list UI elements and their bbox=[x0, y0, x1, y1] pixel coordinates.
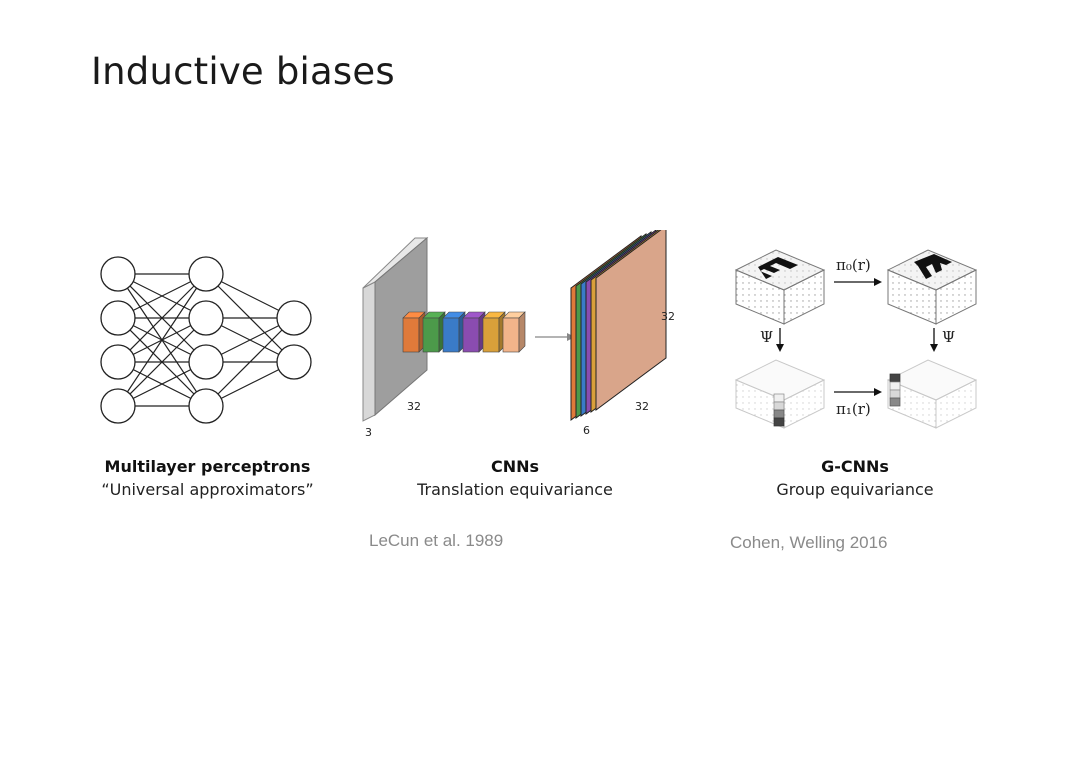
cnn-input-size-label: 32 bbox=[407, 400, 421, 413]
gcnn-feature-grid bbox=[734, 359, 826, 429]
gcnn-citation: Cohen, Welling 2016 bbox=[730, 533, 888, 552]
gcnn-left-arrow bbox=[776, 328, 784, 352]
mlp-connection bbox=[117, 317, 207, 407]
cnn-caption-title: CNNs bbox=[490, 457, 540, 476]
cnn-filter bbox=[502, 311, 526, 353]
cnn-output-size-bottom-label: 32 bbox=[635, 400, 649, 413]
mlp-neuron bbox=[100, 256, 136, 292]
mlp-neuron bbox=[100, 388, 136, 424]
gcnn-right-arrow bbox=[930, 328, 938, 352]
gcnn-caption-subtitle: Group equivariance bbox=[776, 480, 934, 499]
cnn-citation: LeCun et al. 1989 bbox=[369, 531, 504, 550]
mlp-connection bbox=[117, 273, 207, 363]
cnn-output-volume bbox=[570, 230, 667, 421]
cnn-input-depth-label: 3 bbox=[365, 426, 372, 439]
gcnn-top-arrow-label: π₀(r) bbox=[836, 256, 871, 274]
mlp-neuron bbox=[188, 388, 224, 424]
cnn-output-size-right-label: 32 bbox=[661, 310, 675, 323]
cnn-filter bbox=[422, 311, 446, 353]
slide-title: Inductive biases bbox=[91, 50, 395, 93]
cnn-caption: CNNs Translation equivariance bbox=[380, 457, 650, 499]
mlp-neuron bbox=[188, 256, 224, 292]
gcnn-caption: G-CNNs Group equivariance bbox=[740, 457, 970, 499]
cnn-output-channel bbox=[595, 230, 667, 411]
gcnn-right-arrow-label: Ψ bbox=[942, 328, 955, 346]
mlp-neuron bbox=[276, 344, 312, 380]
gcnn-diagram: π₀(r) Ψ Ψ π₁(r) bbox=[734, 249, 978, 429]
cnn-filter bbox=[462, 311, 486, 353]
mlp-neuron bbox=[276, 300, 312, 336]
mlp-caption: Multilayer perceptrons “Universal approx… bbox=[70, 457, 345, 499]
gcnn-top-arrow bbox=[834, 278, 882, 286]
mlp-network-diagram bbox=[100, 256, 312, 424]
gcnn-left-arrow-label: Ψ bbox=[760, 328, 773, 346]
gcnn-bottom-arrow-label: π₁(r) bbox=[836, 400, 871, 418]
cnn-arrow bbox=[535, 333, 575, 341]
cnn-caption-subtitle: Translation equivariance bbox=[417, 480, 613, 499]
mlp-neuron bbox=[188, 300, 224, 336]
gcnn-rotated-input-grid bbox=[886, 249, 978, 325]
gcnn-bottom-arrow bbox=[834, 388, 882, 396]
mlp-caption-subtitle: “Universal approximators” bbox=[101, 480, 314, 499]
mlp-neuron bbox=[188, 344, 224, 380]
gcnn-transformed-feature-grid bbox=[886, 359, 978, 429]
mlp-neuron bbox=[100, 344, 136, 380]
mlp-connection bbox=[205, 317, 295, 407]
cnn-input-volume bbox=[362, 236, 429, 422]
cnn-diagram: 3 32 6 32 32 bbox=[362, 230, 675, 439]
cnn-filter bbox=[482, 311, 506, 353]
cnn-filter bbox=[442, 311, 466, 353]
cnn-output-depth-label: 6 bbox=[583, 424, 590, 437]
mlp-neuron bbox=[100, 300, 136, 336]
gcnn-input-grid bbox=[734, 249, 826, 325]
gcnn-caption-title: G-CNNs bbox=[821, 457, 889, 476]
mlp-connection bbox=[117, 273, 207, 407]
cnn-filter-stack bbox=[402, 311, 526, 353]
cnn-filter bbox=[402, 311, 426, 353]
mlp-caption-title: Multilayer perceptrons bbox=[104, 457, 311, 476]
